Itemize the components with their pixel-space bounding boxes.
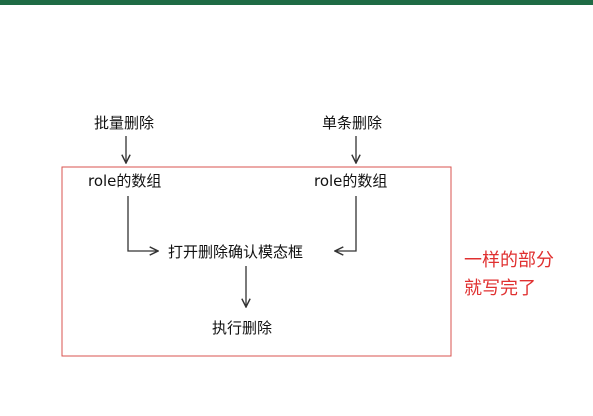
node-execute-delete: 执行删除 [212, 319, 273, 337]
node-open-delete-confirm-modal: 打开删除确认模态框 [168, 243, 304, 261]
node-role-array-left: role的数组 [88, 172, 162, 190]
annotation-line-2: 就写完了 [464, 278, 536, 299]
node-single-delete: 单条删除 [322, 114, 383, 132]
node-batch-delete: 批量删除 [94, 114, 155, 132]
shared-part-frame [61, 166, 452, 357]
arrow-role-right-to-modal [335, 196, 357, 251]
top-rule [0, 0, 593, 5]
node-role-array-right: role的数组 [314, 172, 388, 190]
annotation-line-1: 一样的部分 [464, 250, 554, 271]
arrow-role-left-to-modal [127, 196, 158, 251]
